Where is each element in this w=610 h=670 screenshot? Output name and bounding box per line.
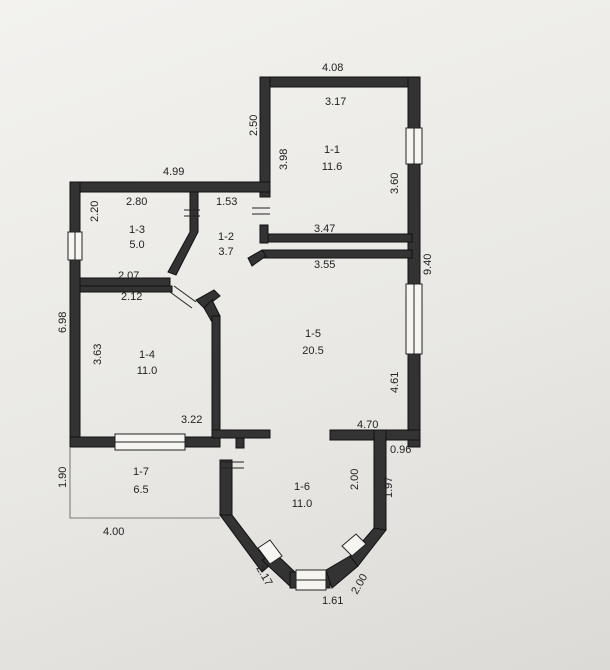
dim-1-90: 1.90 — [57, 467, 69, 488]
dim-6-98: 6.98 — [57, 312, 69, 333]
dim-2-20: 2.20 — [89, 201, 101, 222]
dim-4-70: 4.70 — [357, 419, 378, 431]
room-1-4-id: 1-4 — [139, 349, 155, 361]
room-1-6-area: 11.0 — [292, 498, 313, 510]
dimension-lines — [69, 447, 220, 519]
dim-9-40: 9.40 — [422, 254, 434, 275]
room-1-1-area: 11.6 — [322, 161, 343, 173]
inner-walls — [79, 191, 413, 449]
dimension-labels: 4.08 3.17 2.50 3.98 3.60 4.99 2.80 1.53 … — [57, 62, 434, 607]
dim-3-55: 3.55 — [314, 259, 335, 271]
dim-0-96: 0.96 — [390, 444, 411, 456]
room-1-7-area: 6.5 — [133, 484, 148, 496]
dim-1-61: 1.61 — [322, 595, 343, 607]
dim-4-00: 4.00 — [103, 526, 124, 538]
dim-2-00-bay: 2.00 — [349, 572, 370, 597]
dim-4-61: 4.61 — [389, 372, 401, 393]
room-1-7-id: 1-7 — [133, 466, 149, 478]
dim-2-80: 2.80 — [126, 196, 147, 208]
dim-3-63: 3.63 — [92, 344, 104, 365]
room-labels: 1-1 11.6 1-2 3.7 1-3 5.0 1-4 11.0 1-5 20… — [129, 144, 342, 510]
dim-4-08: 4.08 — [322, 62, 343, 74]
room-1-5-id: 1-5 — [305, 328, 321, 340]
dim-3-47: 3.47 — [314, 223, 335, 235]
door-marks — [169, 207, 270, 469]
room-1-2-area: 3.7 — [218, 246, 233, 258]
dim-2-12: 2.12 — [121, 291, 142, 303]
room-1-1-id: 1-1 — [324, 144, 340, 156]
room-1-3-area: 5.0 — [129, 239, 144, 251]
room-1-5-area: 20.5 — [302, 345, 323, 357]
outer-walls — [69, 76, 421, 531]
dim-2-50: 2.50 — [248, 115, 260, 136]
dim-4-99: 4.99 — [163, 166, 184, 178]
room-1-6-id: 1-6 — [294, 481, 310, 493]
dim-3-98: 3.98 — [278, 149, 290, 170]
room-1-3-id: 1-3 — [129, 224, 145, 236]
dim-1-53: 1.53 — [216, 196, 237, 208]
dim-3-60: 3.60 — [389, 173, 401, 194]
room-1-4-area: 11.0 — [137, 365, 158, 377]
dim-1-97: 1.97 — [383, 477, 395, 498]
dim-2-00-right: 2.00 — [349, 469, 361, 490]
windows — [67, 127, 423, 591]
dim-3-17: 3.17 — [325, 96, 346, 108]
dim-2-07: 2.07 — [118, 270, 139, 282]
dim-3-22: 3.22 — [181, 414, 202, 426]
room-1-2-id: 1-2 — [218, 231, 234, 243]
